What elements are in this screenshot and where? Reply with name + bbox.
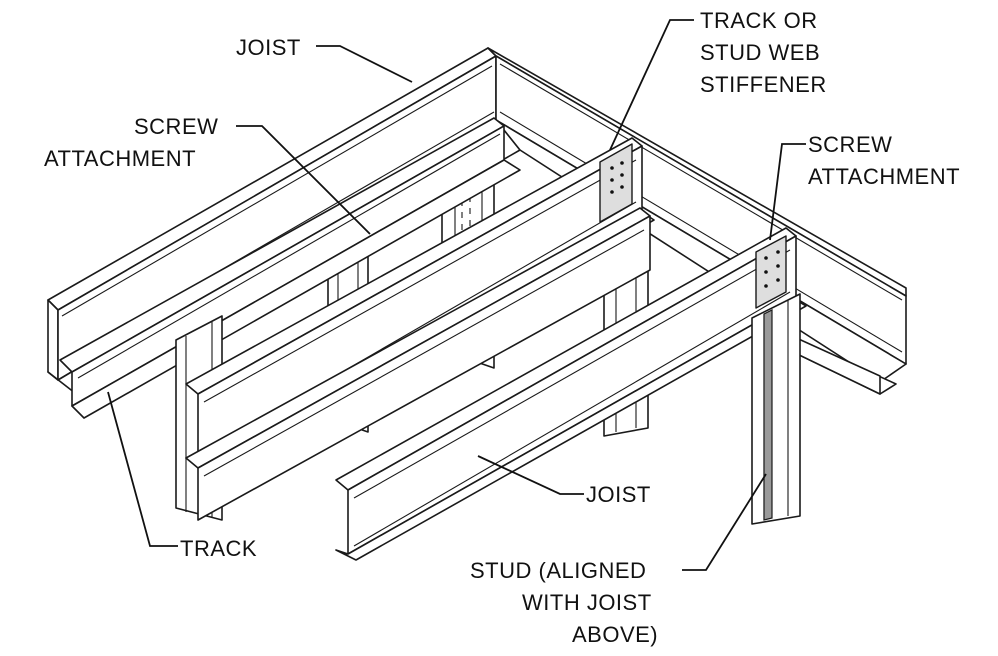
label-track: TRACK [180, 536, 257, 561]
svg-text:ATTACHMENT: ATTACHMENT [44, 146, 196, 171]
label-screw-attachment-right: SCREW ATTACHMENT [808, 132, 960, 189]
joist-3 [185, 207, 651, 521]
svg-text:TRACK OR: TRACK OR [700, 8, 818, 33]
svg-text:STUD WEB: STUD WEB [700, 40, 820, 65]
label-screw-attachment-left: SCREW ATTACHMENT [44, 114, 218, 171]
svg-text:WITH JOIST: WITH JOIST [522, 590, 652, 615]
svg-text:STIFFENER: STIFFENER [700, 72, 827, 97]
svg-text:SCREW: SCREW [134, 114, 218, 139]
svg-text:SCREW: SCREW [808, 132, 892, 157]
stud-aligned [751, 293, 801, 525]
joist-4 [335, 227, 807, 561]
svg-text:STUD (ALIGNED: STUD (ALIGNED [470, 558, 646, 583]
svg-text:ABOVE): ABOVE) [572, 622, 658, 647]
label-stiffener: TRACK OR STUD WEB STIFFENER [700, 8, 827, 97]
label-joist-top: JOIST [236, 35, 301, 60]
svg-text:ATTACHMENT: ATTACHMENT [808, 164, 960, 189]
label-joist-mid: JOIST [586, 482, 651, 507]
label-stud: STUD (ALIGNED WITH JOIST ABOVE) [470, 558, 658, 647]
svg-text:TRACK: TRACK [180, 536, 257, 561]
svg-text:JOIST: JOIST [586, 482, 651, 507]
svg-text:JOIST: JOIST [236, 35, 301, 60]
leader-lines [107, 19, 806, 571]
